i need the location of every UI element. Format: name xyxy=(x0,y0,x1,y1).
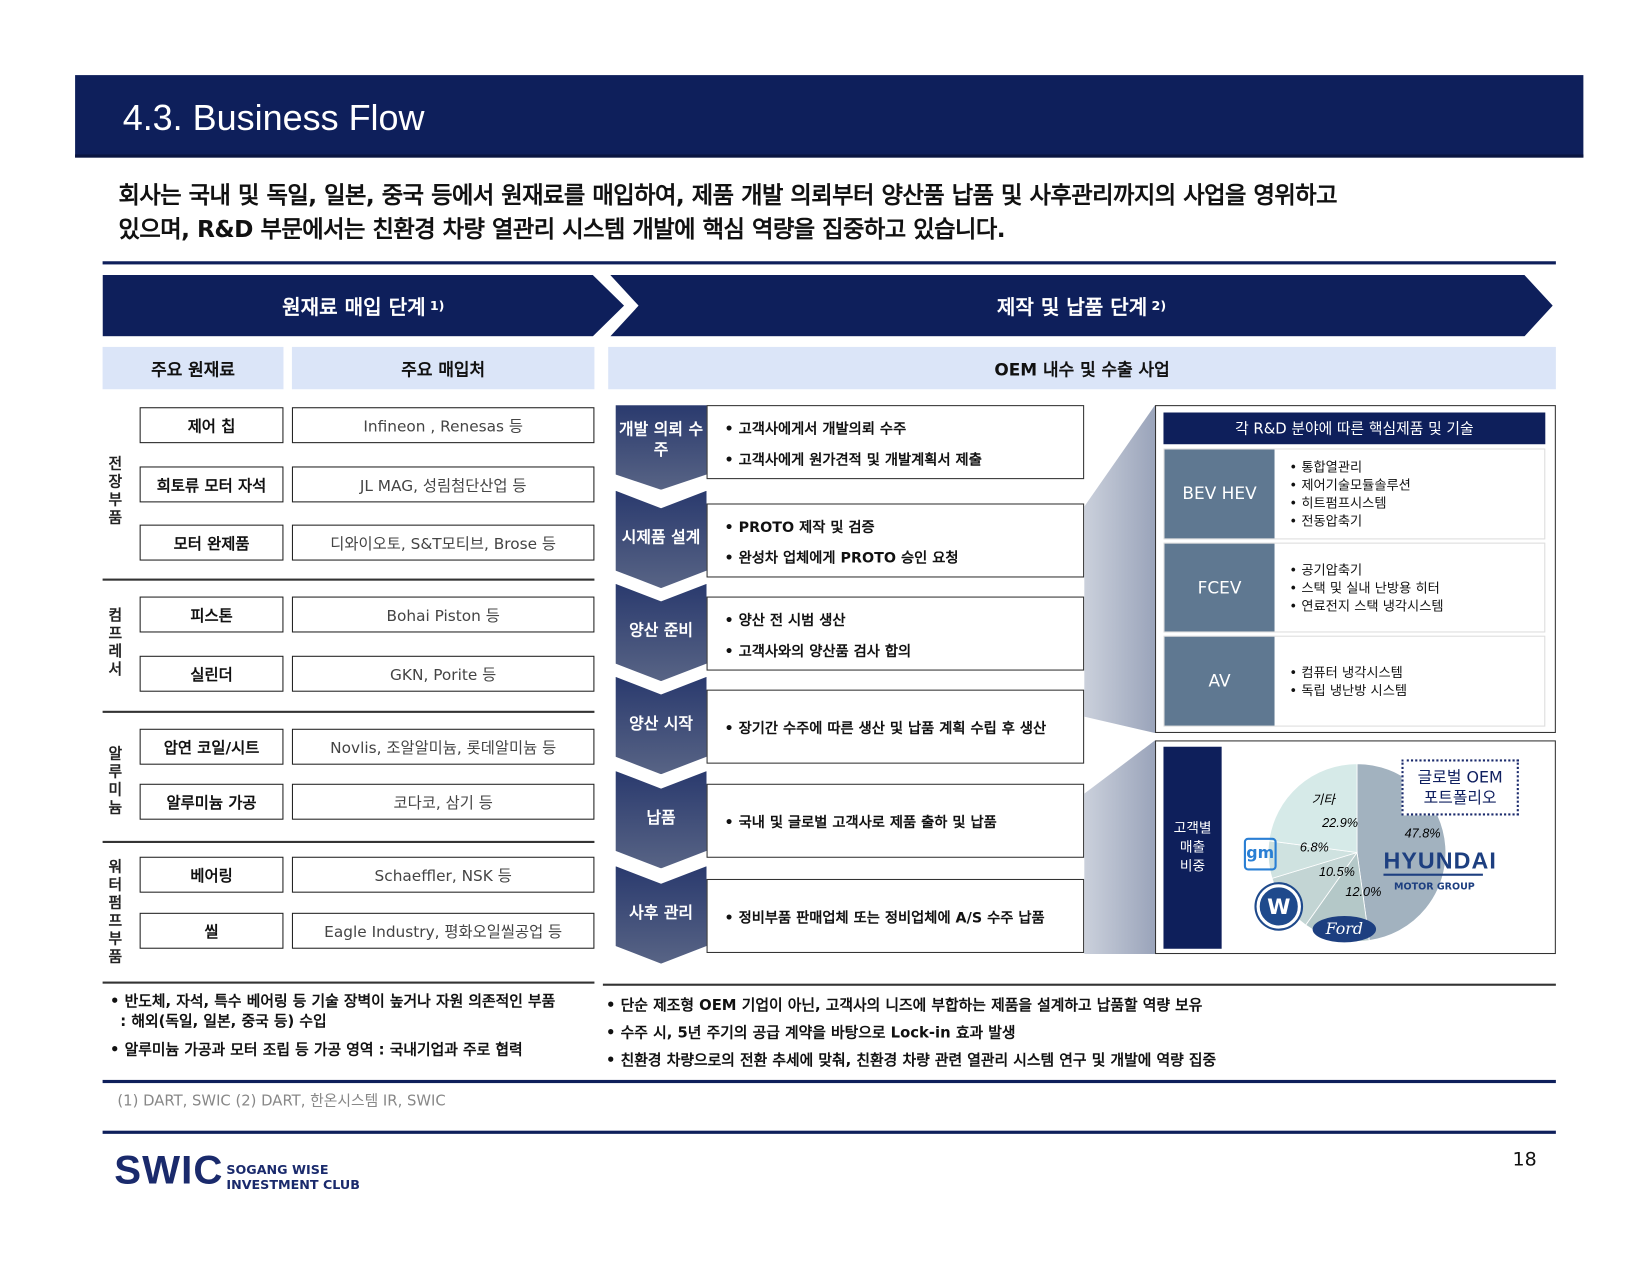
pie-label: 6.8% xyxy=(1300,840,1329,854)
process-step-label: 양산 시작 xyxy=(615,676,707,775)
intro-line-1: 회사는 국내 및 독일, 일본, 중국 등에서 원재료를 매입하여, 제품 개발… xyxy=(118,182,1337,210)
hyundai-logo: HYUNDAI xyxy=(1383,848,1496,876)
pie-label: 10.5% xyxy=(1319,865,1355,879)
process-step-label: 개발 의뢰 수주 xyxy=(615,405,707,490)
process-step-label: 시제품 설계 xyxy=(615,490,707,589)
supplier-cell: Bohai Piston 등 xyxy=(291,596,595,633)
pie-label: 47.8% xyxy=(1405,827,1441,841)
ford-logo: Ford xyxy=(1312,915,1377,943)
pie-label-other: 기타 xyxy=(1312,793,1337,807)
process-step-box: • PROTO 제작 및 검증 • 완성차 업체에게 PROTO 승인 요청 xyxy=(706,503,1085,578)
material-cell: 제어 칩 xyxy=(139,407,284,444)
material-cell: 알루미늄 가공 xyxy=(139,783,284,820)
portfolio-label: 글로벌 OEM 포트폴리오 xyxy=(1401,759,1519,816)
page-number: 18 xyxy=(1512,1148,1537,1171)
supplier-cell: 디와이오토, S&T모티브, Brose 등 xyxy=(291,524,595,561)
divider xyxy=(102,261,1556,265)
page-title: 4.3. Business Flow xyxy=(122,98,425,139)
header-oem: OEM 내수 및 수출 사업 xyxy=(608,346,1556,390)
divider xyxy=(102,840,595,843)
rd-label: BEV HEV xyxy=(1164,449,1275,539)
process-step-box: • 고객사에게서 개발의뢰 수주 • 고객사에게 원가견적 및 개발계획서 제출 xyxy=(706,405,1085,480)
customer-label: 고객별 매출 비중 xyxy=(1163,746,1222,949)
pie-slice xyxy=(1268,763,1358,853)
header-supplier: 주요 매입처 xyxy=(291,346,595,390)
process-step-box: • 장기간 수주에 따른 생산 및 납품 계획 수립 후 생산 xyxy=(706,689,1085,764)
process-step-label: 양산 준비 xyxy=(615,583,707,682)
pie-label: 22.9% xyxy=(1321,816,1358,830)
process-item: • 고객사와의 양산품 검사 합의 xyxy=(724,642,912,660)
rd-row: AV• 컴퓨터 냉각시스템• 독립 냉난방 시스템 xyxy=(1163,635,1546,727)
vw-logo: W xyxy=(1256,884,1301,929)
divider xyxy=(102,1079,1556,1084)
material-cell: 피스톤 xyxy=(139,596,284,633)
material-cell: 실린더 xyxy=(139,655,284,692)
material-cell: 베어링 xyxy=(139,856,284,893)
rd-row: BEV HEV• 통합열관리• 제어기술모듈솔루션• 히트펌프시스템• 전동압축… xyxy=(1163,448,1546,540)
supplier-cell: Eagle Industry, 평화오일씰공업 등 xyxy=(291,912,595,949)
rd-row: FCEV• 공기압축기• 스택 및 실내 난방용 히터• 연료전지 스택 냉각시… xyxy=(1163,542,1546,633)
rd-label: FCEV xyxy=(1164,543,1275,632)
header-material: 주요 원재료 xyxy=(102,346,284,390)
connector xyxy=(1084,405,1156,733)
supplier-cell: Schaeffler, NSK 등 xyxy=(291,856,595,893)
process-step-box: • 양산 전 시범 생산 • 고객사와의 양산품 검사 합의 xyxy=(706,596,1085,671)
material-cell: 모터 완제품 xyxy=(139,524,284,561)
note-left: • 반도체, 자석, 특수 베어링 등 기술 장벽이 높거나 자원 의존적인 부… xyxy=(110,993,556,1059)
divider xyxy=(602,983,1556,986)
material-cell: 희토류 모터 자석 xyxy=(139,466,284,503)
process-step-box: • 국내 및 글로벌 고객사로 제품 출하 및 납품 xyxy=(706,783,1085,858)
process-item: • 고객사에게서 개발의뢰 수주 xyxy=(724,420,907,438)
process-step-box: • 정비부품 판매업체 또는 정비업체에 A/S 수주 납품 xyxy=(706,878,1085,953)
process-step-label: 납품 xyxy=(615,771,707,869)
hyundai-logo-sub: MOTOR GROUP xyxy=(1394,882,1475,893)
supplier-cell: GKN, Porite 등 xyxy=(291,655,595,692)
process-step-label: 사후 관리 xyxy=(615,866,707,964)
divider xyxy=(102,981,595,984)
material-cell: 압연 코일/시트 xyxy=(139,728,284,765)
supplier-cell: Infineon , Renesas 등 xyxy=(291,407,595,444)
supplier-cell: Novlis, 조알알미늄, 롯데알미늄 등 xyxy=(291,728,595,765)
intro-line-2: 있으며, R&D 부문에서는 친환경 차량 열관리 시스템 개발에 핵심 역량을… xyxy=(118,216,1006,244)
divider xyxy=(102,1130,1556,1134)
footnote: (1) DART, SWIC (2) DART, 한온시스템 IR, SWIC xyxy=(117,1092,446,1110)
process-item: • 완성차 업체에게 PROTO 승인 요청 xyxy=(724,549,959,567)
process-item: • 정비부품 판매업체 또는 정비업체에 A/S 수주 납품 xyxy=(724,909,1045,927)
divider xyxy=(102,578,595,581)
process-item: • 장기간 수주에 따른 생산 및 납품 계획 수립 후 생산 xyxy=(724,720,1047,738)
rd-label: AV xyxy=(1164,636,1275,726)
pie-label: 12.0% xyxy=(1345,885,1381,899)
gm-logo: gm xyxy=(1243,837,1277,871)
swic-logo: SWIC xyxy=(114,1148,224,1194)
rd-title: 각 R&D 분야에 따른 핵심제품 및 기술 xyxy=(1163,412,1546,445)
process-item: • 양산 전 시범 생산 xyxy=(724,611,846,629)
connector xyxy=(1084,740,1156,955)
supplier-cell: 코다코, 삼기 등 xyxy=(291,783,595,820)
process-item: • 국내 및 글로벌 고객사로 제품 출하 및 납품 xyxy=(724,814,997,832)
supplier-cell: JL MAG, 성림첨단산업 등 xyxy=(291,466,595,503)
process-item: • 고객사에게 원가견적 및 개발계획서 제출 xyxy=(724,451,982,469)
title-bar: 4.3. Business Flow xyxy=(75,75,1584,158)
note-right: • 단순 제조형 OEM 기업이 아닌, 고객사의 니즈에 부합하는 제품을 설… xyxy=(606,997,1217,1070)
divider xyxy=(102,710,595,713)
material-cell: 씰 xyxy=(139,912,284,949)
process-item: • PROTO 제작 및 검증 xyxy=(724,518,875,536)
